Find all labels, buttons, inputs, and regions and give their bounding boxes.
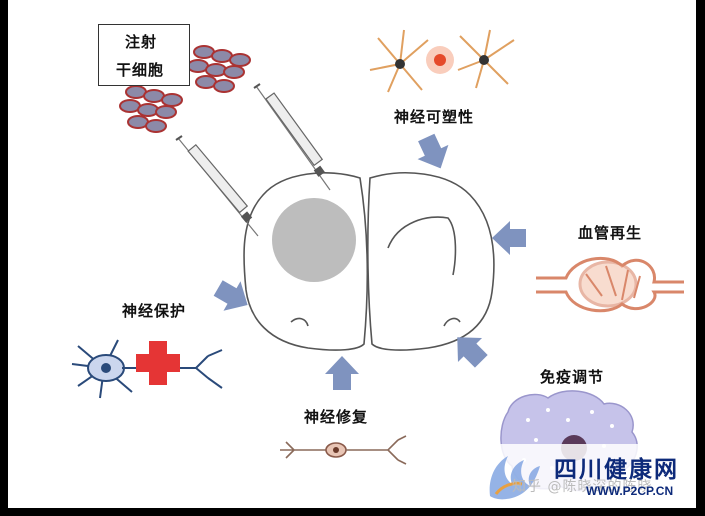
- label-immune: 免疫调节: [540, 368, 605, 386]
- lesion-area: [272, 198, 356, 282]
- label-protection: 神经保护: [122, 302, 187, 320]
- label-repair: 神经修复: [304, 408, 369, 426]
- brain-right-notch: [443, 317, 461, 327]
- label-angiogenesis: 血管再生: [578, 224, 643, 242]
- arrow-plasticity: [417, 133, 449, 169]
- inject-label-line1: 注射: [125, 33, 158, 51]
- syringe-2: [253, 83, 331, 191]
- phoenix-logo-icon: [489, 456, 540, 500]
- arrow-angiogenesis: [492, 221, 526, 255]
- brain-section: [243, 172, 495, 351]
- effect-arrows: [213, 133, 526, 390]
- arrow-repair: [325, 356, 359, 390]
- repair-neuron: [280, 435, 407, 465]
- label-plasticity: 神经可塑性: [394, 108, 475, 126]
- inject-stem-cells-box: 注射 干细胞: [98, 24, 190, 86]
- brain-left-hemisphere: [243, 172, 369, 351]
- watermark-url: WWW.P2CP.CN: [586, 484, 674, 498]
- arrow-immune: [457, 337, 488, 368]
- stem-cell-clusters: [119, 45, 251, 133]
- plasticity-neurons: [369, 29, 515, 93]
- arrow-protection: [213, 280, 248, 311]
- watermark-title: 四川健康网: [554, 456, 679, 483]
- watermark-zhihu: 知乎 @陈晓深的陈晓: [512, 479, 653, 495]
- brain-ventricle-line: [387, 216, 457, 276]
- protective-neuron: [71, 339, 223, 399]
- site-watermark: 四川健康网 知乎 @陈晓深的陈晓 WWW.P2CP.CN: [474, 444, 696, 508]
- stem-cell-mechanism-diagram: 注射 干细胞 神经可塑性 血管再生 神经保护 神经修复 免疫调节 四川健康网 知…: [8, 0, 696, 508]
- blood-vessel: [536, 256, 684, 313]
- brain-right-hemisphere: [367, 172, 495, 351]
- inject-label-line2: 干细胞: [116, 61, 165, 79]
- brain-left-notch: [290, 317, 309, 327]
- syringe-1: [175, 135, 259, 237]
- red-cross-icon: [136, 341, 180, 385]
